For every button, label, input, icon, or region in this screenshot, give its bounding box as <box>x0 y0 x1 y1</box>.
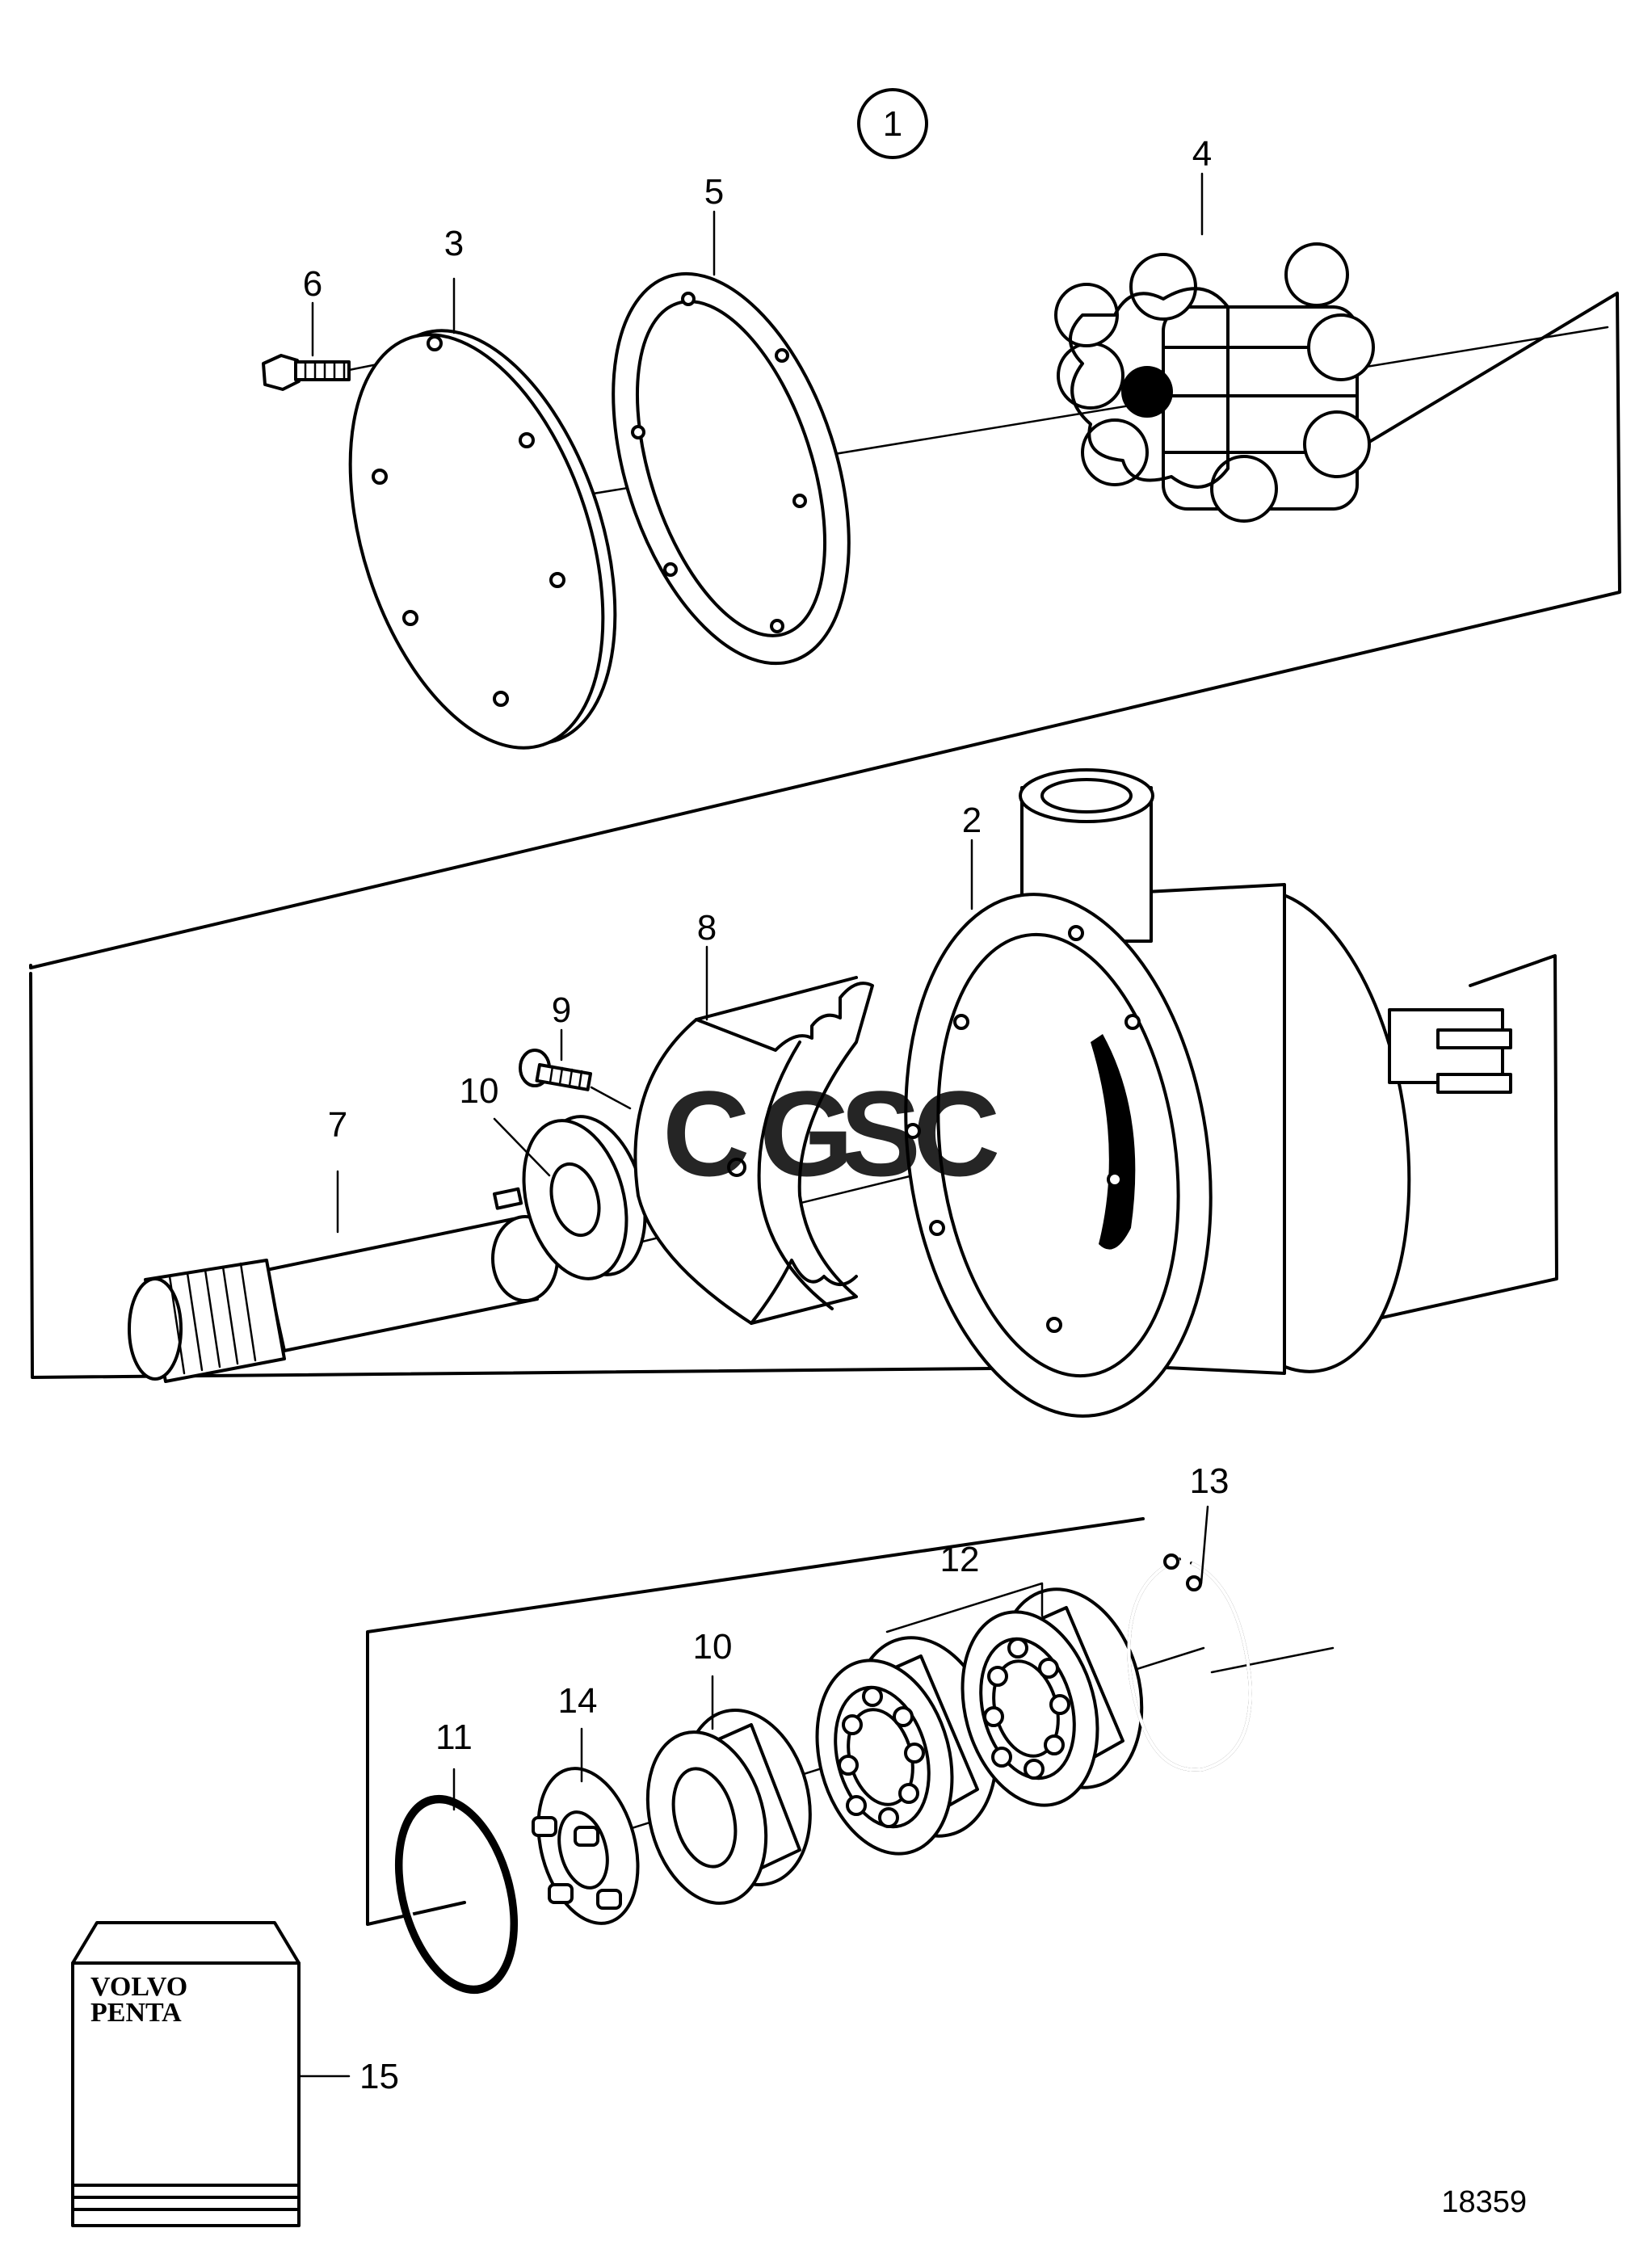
callout-12: 12 <box>940 1540 980 1579</box>
bearing-part-12-left <box>815 1636 998 1856</box>
callout-8: 8 <box>697 908 717 948</box>
top-panel-frame <box>29 292 1621 969</box>
shaft-part-7 <box>128 1187 559 1383</box>
seal-part-10-lower <box>645 1708 812 1905</box>
circlip-part-13 <box>1127 1553 1252 1772</box>
bottom-axis-line-right <box>1210 1646 1335 1674</box>
callout-4: 4 <box>1192 134 1212 174</box>
group-marker-number: 1 <box>883 104 902 144</box>
callout-11: 11 <box>435 1717 473 1757</box>
impeller-part-4 <box>1054 242 1375 523</box>
callout-14: 14 <box>558 1681 598 1721</box>
callout-2: 2 <box>962 801 982 840</box>
watermark-letter-1: C <box>662 1066 750 1201</box>
callout-6: 6 <box>303 264 322 304</box>
retainer-part-14 <box>532 1767 640 1925</box>
watermark-letter-4: C <box>913 1066 1000 1201</box>
screw-part-9 <box>519 1049 632 1110</box>
cover-plate-part-3 <box>348 329 617 750</box>
pump-housing-part-2 <box>904 768 1512 1418</box>
drawing-number: 18359 <box>1441 2185 1527 2219</box>
manual-brand-line-1: VOLVO <box>90 1972 187 2002</box>
callout-15: 15 <box>359 2057 399 2096</box>
manual-brand-line-2: PENTA <box>90 1998 182 2028</box>
callouts: 3 5 4 6 2 8 9 10 7 13 12 10 14 11 15 <box>303 134 1230 2096</box>
wear-plate-part-8 <box>633 976 874 1325</box>
gasket-part-5 <box>612 271 851 666</box>
seal-part-10-upper <box>522 1115 647 1280</box>
leader-lines <box>299 172 1209 2078</box>
o-ring-part-11 <box>394 1794 519 1995</box>
bottom-panel-frame <box>366 1517 1145 1926</box>
callout-13: 13 <box>1190 1461 1230 1501</box>
watermark-letter-3: S <box>840 1066 921 1201</box>
watermark: C G S C <box>662 1066 1000 1201</box>
manual-part-15: VOLVO PENTA <box>71 1921 301 2227</box>
callout-5: 5 <box>704 172 724 212</box>
callout-10-lower: 10 <box>693 1627 733 1667</box>
bearing-part-12-right <box>961 1587 1144 1807</box>
callout-7: 7 <box>328 1105 347 1145</box>
callout-3: 3 <box>444 224 464 263</box>
callout-10-upper: 10 <box>460 1071 499 1111</box>
group-marker: 1 <box>857 88 928 159</box>
watermark-letter-2: G <box>759 1066 854 1201</box>
callout-9: 9 <box>552 990 571 1030</box>
